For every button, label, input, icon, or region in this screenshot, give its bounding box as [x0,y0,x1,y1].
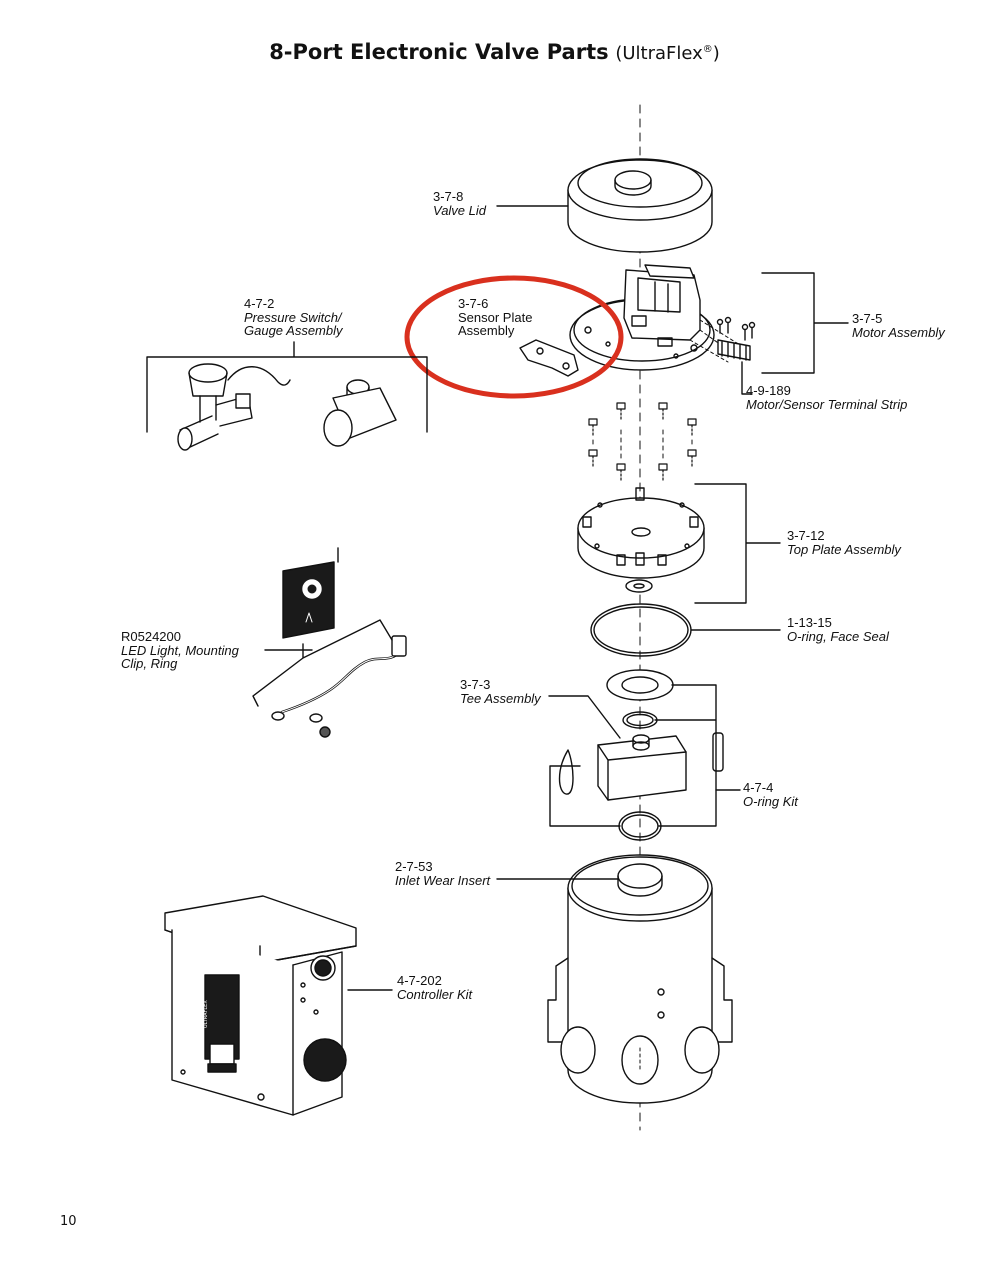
led-light-drawing [271,547,407,738]
label-valve-lid: 3-7-8 Valve Lid [433,189,486,218]
page-number: 10 [60,1214,77,1229]
label-oring-face-seal: 1-13-15 O-ring, Face Seal [787,615,889,644]
pressure-switch-drawing [177,363,291,451]
motor-assembly-bracket [761,272,849,374]
controller-brand-label: ULTRAFLEX [203,1000,209,1028]
label-oring-kit: 4-7-4 O-ring Kit [743,780,798,809]
label-sensor-plate: 3-7-6 Sensor Plate Assembly [458,296,533,338]
terminal-strip-drawing [716,316,756,361]
sensor-plate-drawing [519,339,579,377]
title-bold: 8-Port Electronic Valve Parts [269,40,609,64]
leader-terminal-strip [741,361,753,395]
title-light: (UltraFlex®) [615,43,720,64]
label-motor-assembly: 3-7-5 Motor Assembly [852,311,945,340]
screws [588,402,697,482]
pressure-switch-bracket [146,341,428,433]
label-terminal-strip: 4-9-189 Motor/Sensor Terminal Strip [746,383,908,412]
top-plate-drawing [577,487,705,593]
lower-oring-drawing [618,811,662,841]
motor-assembly-drawing [569,264,741,371]
tee-fitting-drawing [323,379,397,447]
oring-face-seal-drawing [590,603,692,657]
page-title: 8-Port Electronic Valve Parts (UltraFlex… [0,40,989,64]
led-light-bracket [252,619,393,707]
highlight-circle [404,275,624,399]
tee-assembly-drawing [558,669,724,801]
valve-body-drawing [547,854,733,1104]
label-top-plate: 3-7-12 Top Plate Assembly [787,528,901,557]
top-plate-bracket [694,483,781,604]
controller-kit-drawing [164,895,357,1116]
valve-lid-drawing [567,158,713,253]
label-tee-assembly: 3-7-3 Tee Assembly [460,677,541,706]
label-inlet-wear-insert: 2-7-53 Inlet Wear Insert [395,859,491,888]
label-led-light: R0524200 LED Light, Mounting Clip, Ring [121,629,239,671]
label-pressure-switch: 4-7-2 Pressure Switch/ Gauge Assembly [244,296,343,338]
oring-kit-bracket [549,684,717,827]
leader-tee-assembly [548,695,621,739]
label-controller-kit: 4-7-202 Controller Kit [397,973,473,1002]
